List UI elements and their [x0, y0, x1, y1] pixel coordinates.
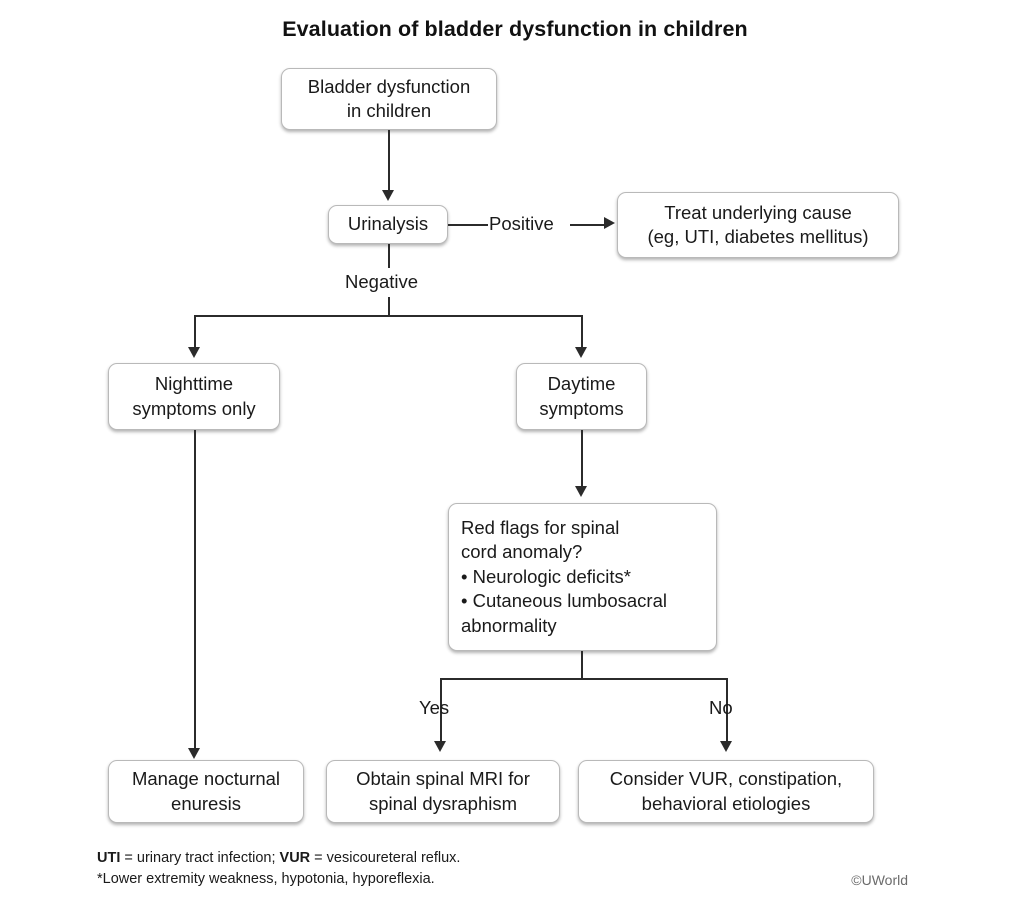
- edge-label-negative: Negative: [345, 271, 419, 292]
- connector-red-flags-to-split: [581, 651, 583, 678]
- footnote-abbreviations: UTI = urinary tract infection; VUR = ves…: [97, 848, 460, 869]
- node-consider-vur: Consider VUR, constipation, behavioral e…: [578, 760, 874, 823]
- node-label: Bladder dysfunction in children: [307, 75, 471, 121]
- connector-split-to-no: [726, 678, 728, 743]
- arrowhead-no-to-consider-vur: [720, 741, 732, 752]
- connector-urinalysis-to-negative: [388, 244, 390, 268]
- footnote-abbr-uti: UTI: [97, 850, 121, 866]
- node-label: Obtain spinal MRI for spinal dysraphism: [356, 768, 530, 814]
- page-title: Evaluation of bladder dysfunction in chi…: [282, 17, 748, 41]
- arrowhead-root-to-urinalysis: [382, 190, 394, 201]
- footnote-vur-definition: = vesicoureteral reflux.: [310, 850, 461, 866]
- arrowhead-yes-to-spinal-mri: [434, 741, 446, 752]
- node-label: Red flags for spinal cord anomaly? • Neu…: [461, 516, 667, 636]
- node-nighttime-symptoms: Nighttime symptoms only: [108, 363, 280, 430]
- footnote-uti-definition: = urinary tract infection;: [120, 850, 280, 866]
- connector-urinalysis-to-treat: [448, 224, 488, 226]
- node-manage-nocturnal-enuresis: Manage nocturnal enuresis: [108, 760, 304, 823]
- footnote-asterisk: *Lower extremity weakness, hypotonia, hy…: [97, 871, 435, 888]
- connector-negative-to-split: [388, 297, 390, 316]
- node-obtain-spinal-mri: Obtain spinal MRI for spinal dysraphism: [326, 760, 560, 823]
- connector-split-to-nighttime: [194, 315, 196, 349]
- connector-root-to-urinalysis: [388, 130, 390, 192]
- footnotes: UTI = urinary tract infection; VUR = ves…: [97, 848, 460, 890]
- connector-split-bar-symptoms: [194, 315, 582, 317]
- node-bladder-dysfunction: Bladder dysfunction in children: [281, 68, 497, 130]
- arrowhead-split-to-daytime: [575, 347, 587, 358]
- node-label: Nighttime symptoms only: [132, 373, 256, 419]
- connector-split-to-daytime: [581, 315, 583, 349]
- connector-split-bar-yes-no: [440, 678, 727, 680]
- node-label: Urinalysis: [347, 213, 429, 235]
- node-label: Treat underlying cause (eg, UTI, diabete…: [647, 201, 869, 247]
- arrowhead-nighttime-to-manage-enuresis: [188, 748, 200, 759]
- connector-nighttime-to-manage-enuresis: [194, 430, 196, 750]
- edge-label-positive: Positive: [489, 213, 554, 234]
- node-urinalysis: Urinalysis: [328, 205, 448, 244]
- edge-label-yes: Yes: [419, 697, 450, 718]
- connector-positive-to-treat: [570, 224, 606, 226]
- connector-daytime-to-red-flags: [581, 430, 583, 488]
- node-daytime-symptoms: Daytime symptoms: [516, 363, 647, 430]
- connector-split-to-yes: [440, 678, 442, 743]
- node-label: Consider VUR, constipation, behavioral e…: [609, 768, 843, 814]
- edge-label-no: No: [709, 697, 733, 718]
- footnote-abbr-vur: VUR: [279, 850, 311, 866]
- node-red-flags-spinal-cord: Red flags for spinal cord anomaly? • Neu…: [448, 503, 717, 651]
- copyright-notice: ©UWorld: [851, 872, 908, 888]
- arrowhead-daytime-to-red-flags: [575, 486, 587, 497]
- node-label: Daytime symptoms: [539, 373, 624, 419]
- node-label: Manage nocturnal enuresis: [131, 768, 281, 814]
- node-treat-underlying-cause: Treat underlying cause (eg, UTI, diabete…: [617, 192, 899, 258]
- arrowhead-positive-to-treat: [604, 217, 615, 229]
- arrowhead-split-to-nighttime: [188, 347, 200, 358]
